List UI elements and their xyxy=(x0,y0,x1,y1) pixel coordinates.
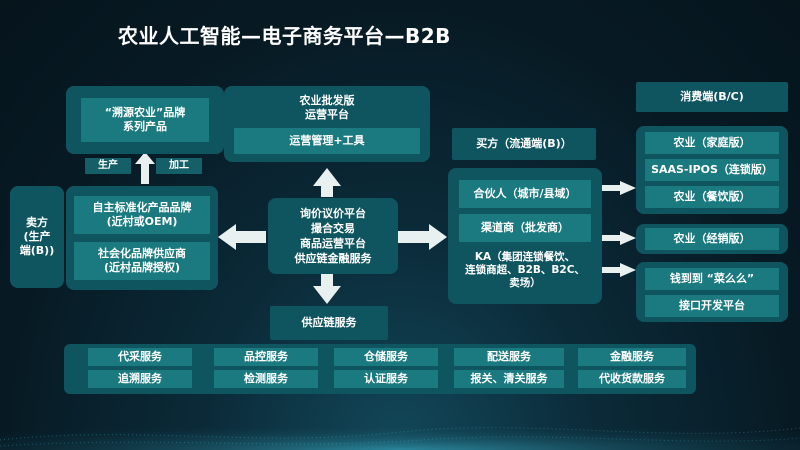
process-tag: 加工 xyxy=(156,158,202,174)
qiandaodao-label: 钱到到 “菜么么” xyxy=(669,271,755,285)
saas-ipos-label: SAAS-IPOS（连锁版） xyxy=(651,163,773,176)
seller-label-box: 卖方 (生产 端(B)) xyxy=(10,186,64,288)
core-platform-box: 询价议价平台 撮合交易 商品运营平台 供应链金融服务 xyxy=(268,198,398,274)
ops-tools-label: 运营管理+工具 xyxy=(289,134,365,147)
seller-label: 卖方 (生产 端(B)) xyxy=(19,216,55,257)
produce-label: 生产 xyxy=(98,160,118,171)
service-bottom: 认证服务 xyxy=(334,370,438,388)
api-platform-box: 接口开发平台 xyxy=(645,294,779,317)
home-edition-label: 农业（家庭版） xyxy=(673,136,751,149)
catering-edition-label: 农业（餐饮版） xyxy=(673,190,751,203)
core-platform-label: 询价议价平台 撮合交易 商品运营平台 供应链金融服务 xyxy=(294,207,372,265)
arrow-to-qiandaodao xyxy=(602,263,636,277)
service-top: 代采服务 xyxy=(88,348,192,366)
service-bottom: 追溯服务 xyxy=(88,370,192,388)
service-top: 仓储服务 xyxy=(334,348,438,366)
seller-products-outer: 自主标准化产品品牌 (近村或OEM) 社会化品牌供应商 (近村品牌授权) xyxy=(66,186,218,290)
service-top-label: 配送服务 xyxy=(487,350,531,363)
service-top-label: 代采服务 xyxy=(118,350,162,363)
brand-source-label: “溯源农业”品牌 系列产品 xyxy=(104,106,186,133)
supply-chain-label: 供应链服务 xyxy=(301,316,357,329)
wholesale-title: 农业批发版 运营平台 xyxy=(299,94,355,121)
consumer-label: 消费端(B/C) xyxy=(680,90,744,103)
catering-edition-box: 农业（餐饮版） xyxy=(645,186,779,208)
service-bottom-label: 代收货款服务 xyxy=(599,372,665,385)
own-brand-box: 自主标准化产品品牌 (近村或OEM) xyxy=(74,196,210,234)
arrow-to-platform xyxy=(313,168,341,197)
service-bottom-label: 认证服务 xyxy=(364,372,408,385)
service-bottom-label: 追溯服务 xyxy=(118,372,162,385)
produce-tag: 生产 xyxy=(85,158,131,174)
process-label: 加工 xyxy=(169,160,189,171)
service-bottom: 代收货款服务 xyxy=(578,370,686,388)
service-top-label: 仓储服务 xyxy=(364,350,408,363)
home-edition-box: 农业（家庭版） xyxy=(645,132,779,154)
ka-label: KA（集团连锁餐饮、 连锁商超、B2B、B2C、 卖场） xyxy=(465,250,585,289)
consumer-label-box: 消费端(B/C) xyxy=(636,82,788,112)
channel-box: 渠道商（批发商） xyxy=(459,214,591,242)
ka-box: KA（集团连锁餐饮、 连锁商超、B2B、B2C、 卖场） xyxy=(455,248,595,292)
service-bottom-label: 报关、清关服务 xyxy=(470,372,548,385)
brand-source-box: “溯源农业”品牌 系列产品 xyxy=(81,98,209,142)
service-top: 金融服务 xyxy=(578,348,686,366)
buyer-outer: 合伙人（城市/县域） 渠道商（批发商） KA（集团连锁餐饮、 连锁商超、B2B、… xyxy=(448,168,602,304)
distribution-edition-label: 农业（经销版） xyxy=(673,232,751,245)
social-brand-box: 社会化品牌供应商 (近村品牌授权) xyxy=(74,242,210,280)
page-title: 农业人工智能—电子商务平台—B2B xyxy=(118,24,451,48)
service-top: 品控服务 xyxy=(214,348,318,366)
arrow-to-supply xyxy=(313,274,341,304)
arrow-to-seller xyxy=(218,224,266,250)
service-top-label: 品控服务 xyxy=(244,350,288,363)
decorative-wave xyxy=(0,411,800,450)
arrow-to-buyer xyxy=(398,224,447,250)
service-bottom-label: 检测服务 xyxy=(244,372,288,385)
brand-source-outer: “溯源农业”品牌 系列产品 xyxy=(66,86,224,154)
social-brand-label: 社会化品牌供应商 (近村品牌授权) xyxy=(98,247,186,274)
channel-label: 渠道商（批发商） xyxy=(481,221,569,234)
arrow-to-distribution xyxy=(602,231,636,245)
consumer-group-1: 农业（家庭版） SAAS-IPOS（连锁版） 农业（餐饮版） xyxy=(636,126,788,214)
service-bottom: 报关、清关服务 xyxy=(454,370,564,388)
arrow-brand-seller xyxy=(135,152,155,184)
buyer-label-box: 买方（流通端(B)） xyxy=(452,128,596,160)
consumer-group-2: 农业（经销版） xyxy=(636,224,788,254)
service-bottom: 检测服务 xyxy=(214,370,318,388)
qiandaodao-box: 钱到到 “菜么么” xyxy=(645,267,779,290)
partner-box: 合伙人（城市/县域） xyxy=(459,180,591,208)
wholesale-platform-outer: 农业批发版 运营平台 运营管理+工具 xyxy=(224,86,430,162)
own-brand-label: 自主标准化产品品牌 (近村或OEM) xyxy=(92,201,192,228)
partner-label: 合伙人（城市/县域） xyxy=(473,187,577,200)
supply-chain-box: 供应链服务 xyxy=(270,306,388,340)
api-platform-label: 接口开发平台 xyxy=(679,298,745,312)
arrow-to-home xyxy=(602,181,636,195)
service-top-label: 金融服务 xyxy=(610,350,654,363)
saas-ipos-box: SAAS-IPOS（连锁版） xyxy=(645,159,779,181)
ops-tools-box: 运营管理+工具 xyxy=(234,128,420,154)
buyer-label: 买方（流通端(B)） xyxy=(476,137,572,150)
consumer-group-3: 钱到到 “菜么么” 接口开发平台 xyxy=(636,262,788,322)
distribution-edition-box: 农业（经销版） xyxy=(645,228,779,250)
service-top: 配送服务 xyxy=(454,348,564,366)
